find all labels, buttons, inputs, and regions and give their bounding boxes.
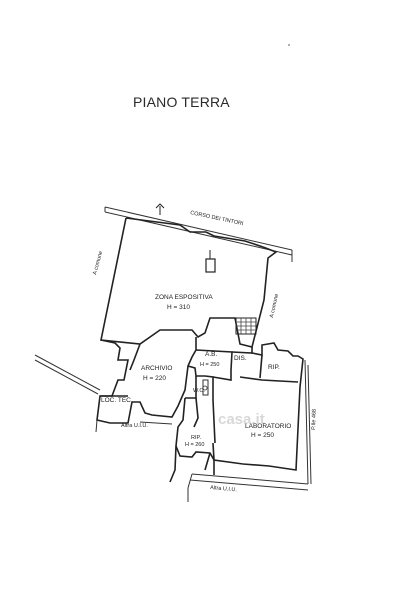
rip-lower-name: RIP. (191, 435, 201, 441)
north-arrow-icon (155, 203, 165, 215)
watermark: casa.it (218, 411, 265, 428)
street-label: CORSO DEI TINTORI (190, 210, 245, 227)
rip-lower-walls (169, 397, 215, 483)
left-bottom-boundary (95, 419, 173, 433)
archivio-height: H = 220 (143, 375, 166, 382)
zona-espositiva-height: H = 310 (167, 304, 190, 311)
staircase (235, 317, 257, 335)
bottom-boundary (187, 473, 309, 502)
other-unit-bottom-label: Altra U.I.U. (210, 485, 238, 493)
zona-espositiva-name: ZONA ESPOSITIVA (155, 294, 213, 301)
archivio-walls (96, 337, 197, 424)
laboratorio-name: LABORATORIO (245, 423, 291, 430)
left-access-label: A comune (92, 250, 104, 275)
ab-height: H = 250 (200, 362, 219, 368)
rip-right-name: RIP. (268, 364, 280, 371)
archivio-name: ARCHIVIO (141, 365, 172, 372)
ab-name: A.B. (205, 351, 217, 358)
wc-name: W.C. (193, 388, 205, 394)
left-boundary (34, 354, 101, 395)
dis-name: DIS. (234, 355, 247, 362)
right-boundary (304, 359, 312, 485)
scan-speck (288, 44, 290, 46)
laboratorio-height: H = 250 (251, 432, 274, 439)
loc-tec-name: LOC. TEC. (101, 397, 133, 404)
right-access-label: A comune (269, 293, 280, 318)
laboratorio-walls (212, 342, 304, 475)
other-unit-left-label: Altra U.I.U. (121, 423, 148, 429)
rip-lower-height: H = 260 (185, 442, 204, 448)
zona-espositiva-walls (100, 217, 278, 348)
other-unit-right-label: P.Ile 468 (311, 409, 318, 430)
page-title: PIANO TERRA (133, 94, 230, 110)
